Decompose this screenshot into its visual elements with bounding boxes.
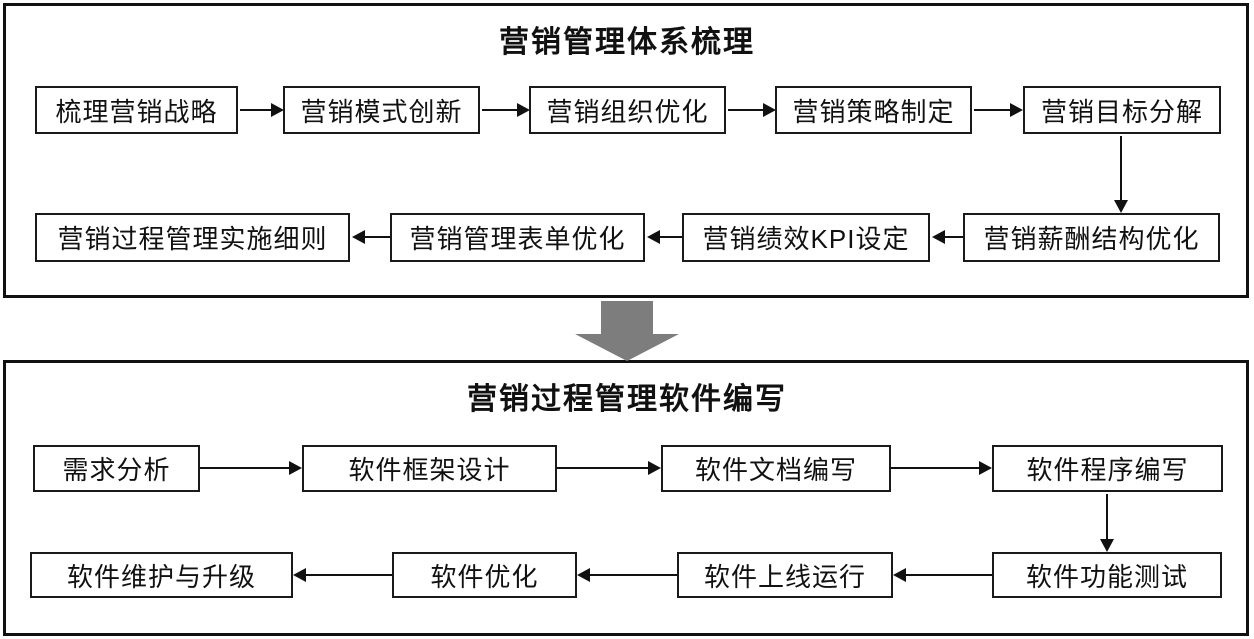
arrow-right-icon <box>974 103 1023 117</box>
arrow-right-icon <box>200 461 302 475</box>
node-software-function-testing: 软件功能测试 <box>992 552 1222 598</box>
node-marketing-policy-formulation: 营销策略制定 <box>775 86 972 134</box>
node-sort-marketing-strategy: 梳理营销战略 <box>35 86 238 134</box>
node-software-maintenance-upgrade: 软件维护与升级 <box>30 552 293 598</box>
node-marketing-compensation-optimization: 营销薪酬结构优化 <box>963 213 1220 262</box>
arrow-left-icon <box>352 230 390 244</box>
arrow-left-icon <box>893 568 992 582</box>
big-down-arrow-head-icon <box>575 334 679 361</box>
arrow-left-icon <box>577 568 677 582</box>
node-marketing-goal-decomposition: 营销目标分解 <box>1023 86 1221 134</box>
arrow-left-icon <box>932 230 963 244</box>
node-marketing-process-implementation-rules: 营销过程管理实施细则 <box>35 213 350 262</box>
node-software-doc-writing: 软件文档编写 <box>661 445 891 492</box>
arrow-right-icon <box>891 461 992 475</box>
node-software-program-writing: 软件程序编写 <box>992 445 1223 492</box>
arrow-right-icon <box>557 461 661 475</box>
node-marketing-org-optimization: 营销组织优化 <box>529 86 726 134</box>
arrow-right-icon <box>482 103 530 117</box>
node-software-launch-operation: 软件上线运行 <box>677 552 893 598</box>
node-marketing-form-optimization: 营销管理表单优化 <box>390 213 645 262</box>
arrow-right-icon <box>728 103 776 117</box>
arrow-left-icon <box>647 230 682 244</box>
bottom-panel-title: 营销过程管理软件编写 <box>467 383 787 416</box>
node-marketing-kpi-setting: 营销绩效KPI设定 <box>682 213 930 262</box>
node-software-optimization: 软件优化 <box>392 552 577 598</box>
arrow-down-icon <box>1100 494 1114 552</box>
arrow-left-icon <box>293 568 392 582</box>
top-panel-title: 营销管理体系梳理 <box>499 26 755 59</box>
node-marketing-model-innovation: 营销模式创新 <box>283 86 480 134</box>
arrow-down-icon <box>1114 136 1128 213</box>
big-down-arrow-icon <box>601 301 653 334</box>
node-requirement-analysis: 需求分析 <box>33 445 200 492</box>
arrow-right-icon <box>240 103 284 117</box>
node-software-framework-design: 软件框架设计 <box>302 445 557 492</box>
